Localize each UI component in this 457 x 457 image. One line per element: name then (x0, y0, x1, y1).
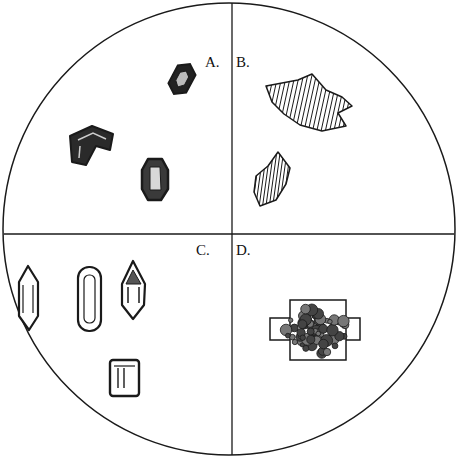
hatch-line (252, 70, 266, 134)
crystal-edge (78, 133, 106, 140)
hatch-line (286, 150, 294, 208)
prism-crystal (142, 159, 168, 200)
hatch-line (242, 150, 250, 208)
crystal-face (126, 270, 141, 284)
grain (289, 318, 293, 322)
grain (301, 304, 311, 314)
hatch-line (266, 150, 274, 208)
crystal-face (173, 69, 190, 90)
grain (307, 335, 315, 343)
hatching (242, 150, 294, 208)
hatch-line (299, 70, 313, 134)
crystal-zone (84, 275, 95, 323)
hatch-line (337, 70, 351, 134)
hatch-line (329, 70, 343, 134)
grain (323, 348, 330, 355)
hatch-line (276, 150, 284, 208)
quadrant-label: B. (236, 55, 250, 70)
hatch-line (245, 150, 253, 208)
grain (319, 339, 329, 349)
hatch-line (262, 150, 270, 208)
grain (300, 335, 305, 340)
crystal-edge (114, 365, 135, 366)
hatch-line (283, 150, 291, 208)
hatch-line (333, 70, 347, 134)
crystal-edge (123, 368, 124, 388)
crystal-edge (138, 287, 140, 303)
dark-crystal (165, 59, 199, 98)
hatch-line (265, 70, 279, 134)
hatch-line (252, 150, 260, 208)
grain (316, 331, 321, 336)
hatch-line (291, 70, 305, 134)
crystal-edge (22, 285, 23, 313)
hatch-line (342, 70, 356, 134)
hatch-line (259, 150, 267, 208)
hatch-line (269, 150, 277, 208)
hatch-line (346, 70, 360, 134)
quadrant-line (231, 3, 232, 455)
crystal-edge (117, 368, 118, 388)
hatch-line (295, 70, 309, 134)
grain (332, 343, 338, 349)
hatch-line (282, 70, 296, 134)
crystal-outline (290, 300, 346, 360)
hatch-line (261, 70, 275, 134)
hatch-line (269, 70, 283, 134)
hatch-line (316, 70, 330, 134)
prism-crystal (122, 261, 145, 319)
crystal-edge (127, 287, 129, 303)
grain (298, 320, 307, 329)
hatch-line (279, 150, 287, 208)
crystal-face (150, 167, 161, 190)
hatching (248, 70, 360, 134)
hatch-line (257, 70, 271, 134)
crystal-edge (32, 285, 33, 313)
grain (328, 319, 333, 324)
field-circle (3, 3, 455, 455)
grain (307, 328, 314, 335)
granular-mass (280, 304, 349, 358)
prism-crystal (19, 266, 38, 330)
crystal-body (165, 59, 199, 98)
quadrant-label: D. (236, 243, 251, 258)
grain (285, 333, 290, 338)
rounded-crystal (78, 267, 101, 331)
hatch-line (248, 70, 262, 134)
quadrant-label: A. (205, 55, 220, 70)
plate-crystal (266, 74, 352, 131)
hatch-line (303, 70, 317, 134)
hatch-line (286, 70, 300, 134)
hatch-line (272, 150, 280, 208)
crystal-edge (79, 146, 80, 158)
quadrant-line (4, 233, 454, 234)
hatch-line (256, 150, 264, 208)
hatch-line (249, 150, 257, 208)
grain (327, 325, 338, 336)
hatch-line (312, 70, 326, 134)
hatch-line (325, 70, 339, 134)
twinned-crystal (70, 126, 113, 165)
hatch-line (320, 70, 334, 134)
hatch-line (278, 70, 292, 134)
hatch-line (308, 70, 322, 134)
hatch-line (274, 70, 288, 134)
quadrant-label: C. (196, 243, 210, 258)
grain (338, 315, 349, 326)
tabular-crystal (110, 360, 139, 396)
